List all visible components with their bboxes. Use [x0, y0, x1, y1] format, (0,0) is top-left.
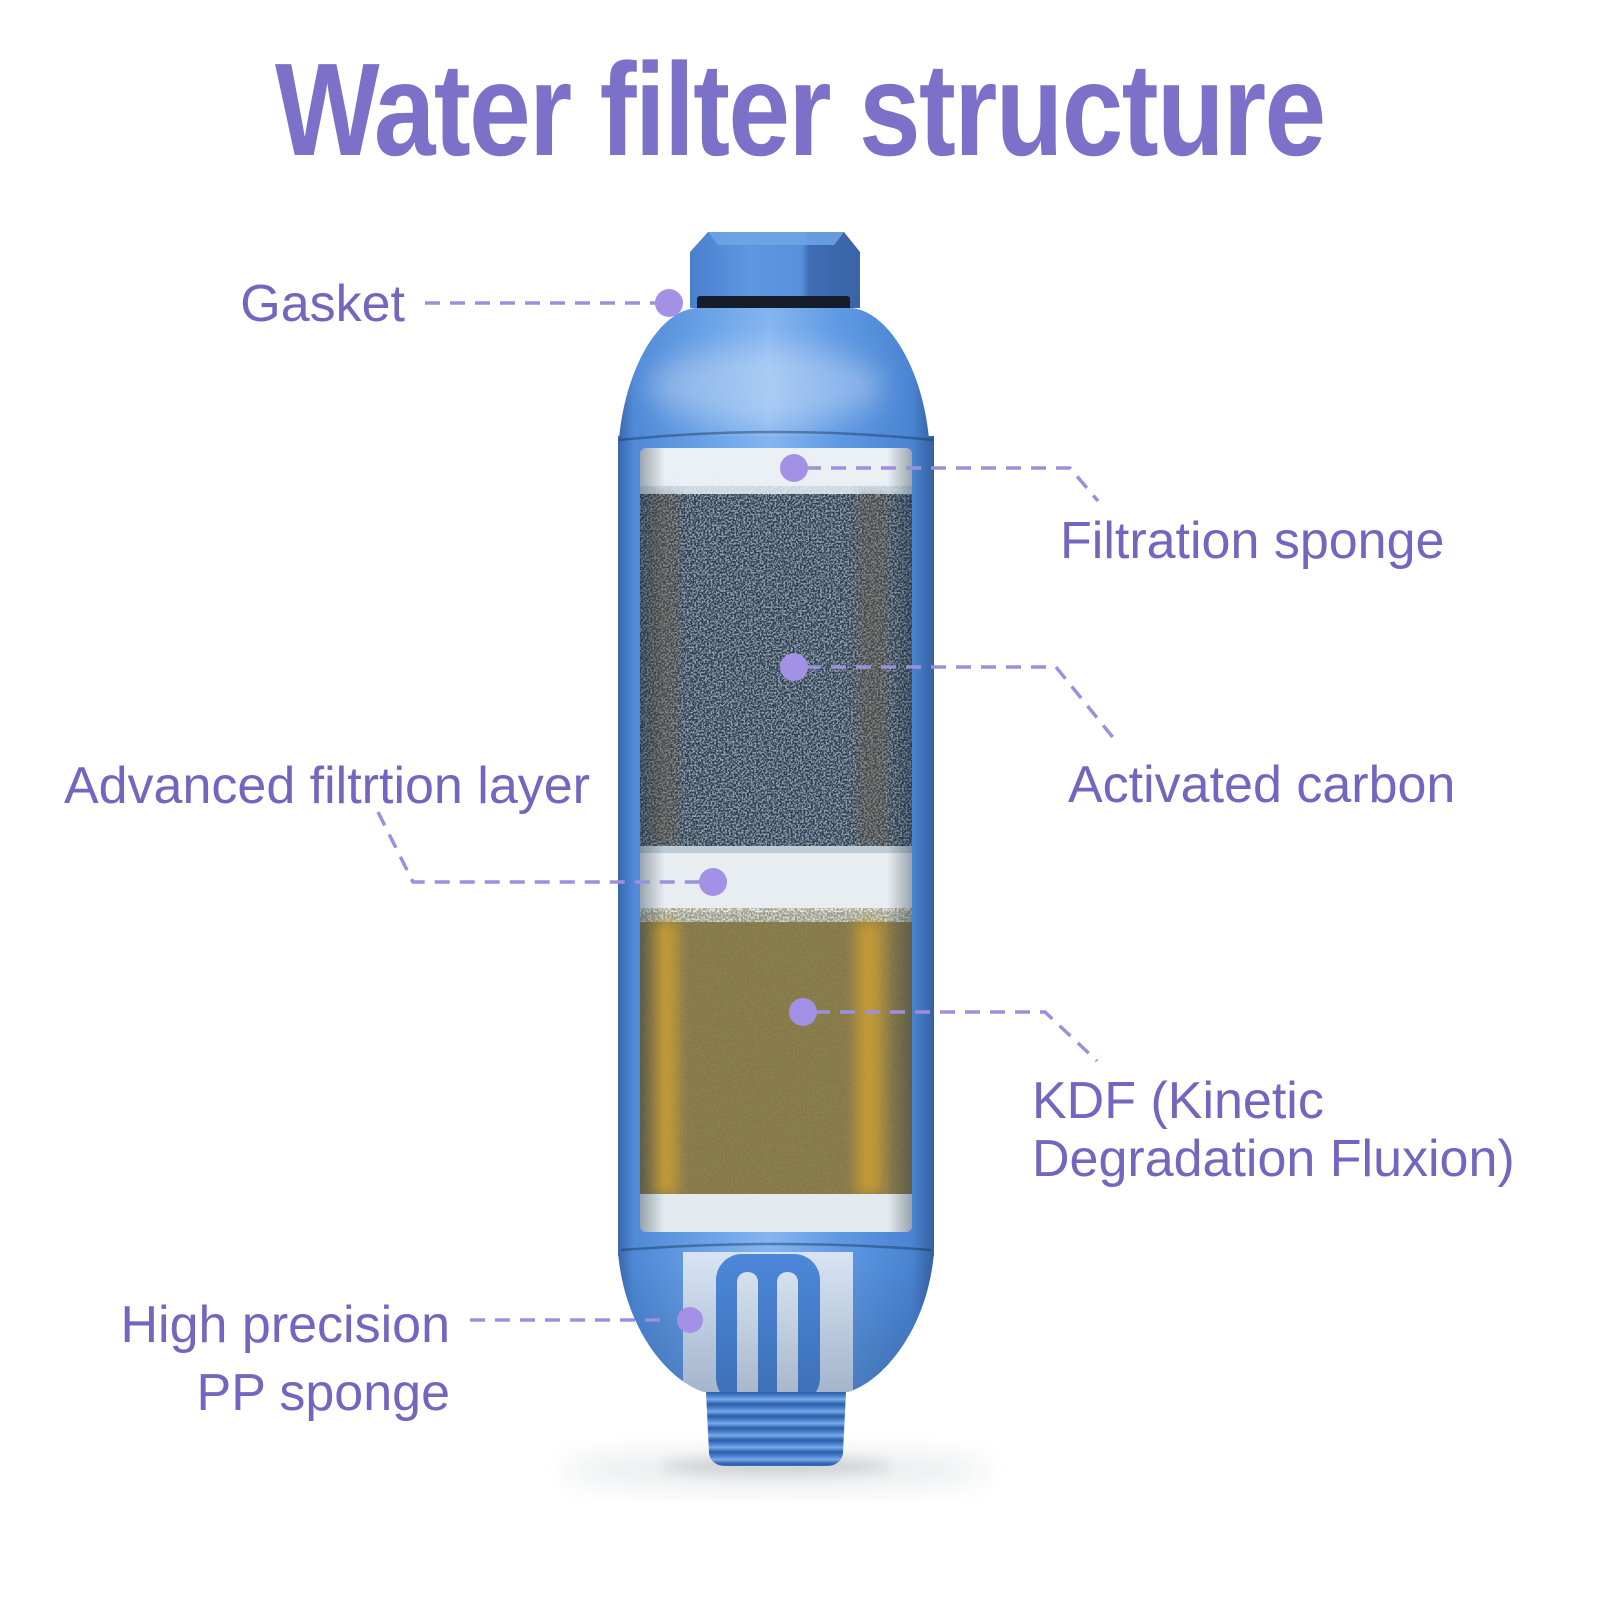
dot-gasket: [655, 289, 683, 317]
bottom-cap-seam: [620, 1242, 932, 1252]
leader-activated-carbon: [806, 665, 1117, 742]
dot-filtration-sponge: [780, 454, 808, 482]
leader-kdf: [815, 1010, 1099, 1063]
dot-kdf: [789, 998, 817, 1026]
body-top-seam: [618, 430, 934, 442]
thread-side-shade: [706, 1392, 846, 1466]
leader-advanced-filtration: [376, 811, 700, 884]
dot-pp-sponge: [677, 1307, 703, 1333]
label-filtration-sponge: Filtration sponge: [1060, 512, 1445, 570]
shoulder-highlight: [648, 346, 884, 426]
window-inner-shadow: [640, 448, 912, 1232]
filter-top-cap: [690, 232, 860, 308]
page-title: Water filter structure: [275, 36, 1326, 183]
dot-advanced-filtration: [699, 868, 727, 896]
callout-leaders: [376, 301, 1117, 1322]
label-advanced-filtration: Advanced filtrtion layer: [63, 757, 590, 815]
label-kdf: KDF (Kinetic Degradation Fluxion): [1032, 1072, 1515, 1189]
filter-top-cap-bevel: [708, 232, 844, 245]
label-gasket: Gasket: [240, 275, 405, 333]
label-pp-sponge: High precision PP sponge: [120, 1296, 451, 1422]
label-activated-carbon: Activated carbon: [1068, 756, 1456, 814]
leader-filtration-sponge: [806, 466, 1100, 503]
bottom-cap-shading: [618, 1252, 934, 1392]
dot-activated-carbon: [780, 653, 808, 681]
callout-dots: [655, 289, 817, 1333]
